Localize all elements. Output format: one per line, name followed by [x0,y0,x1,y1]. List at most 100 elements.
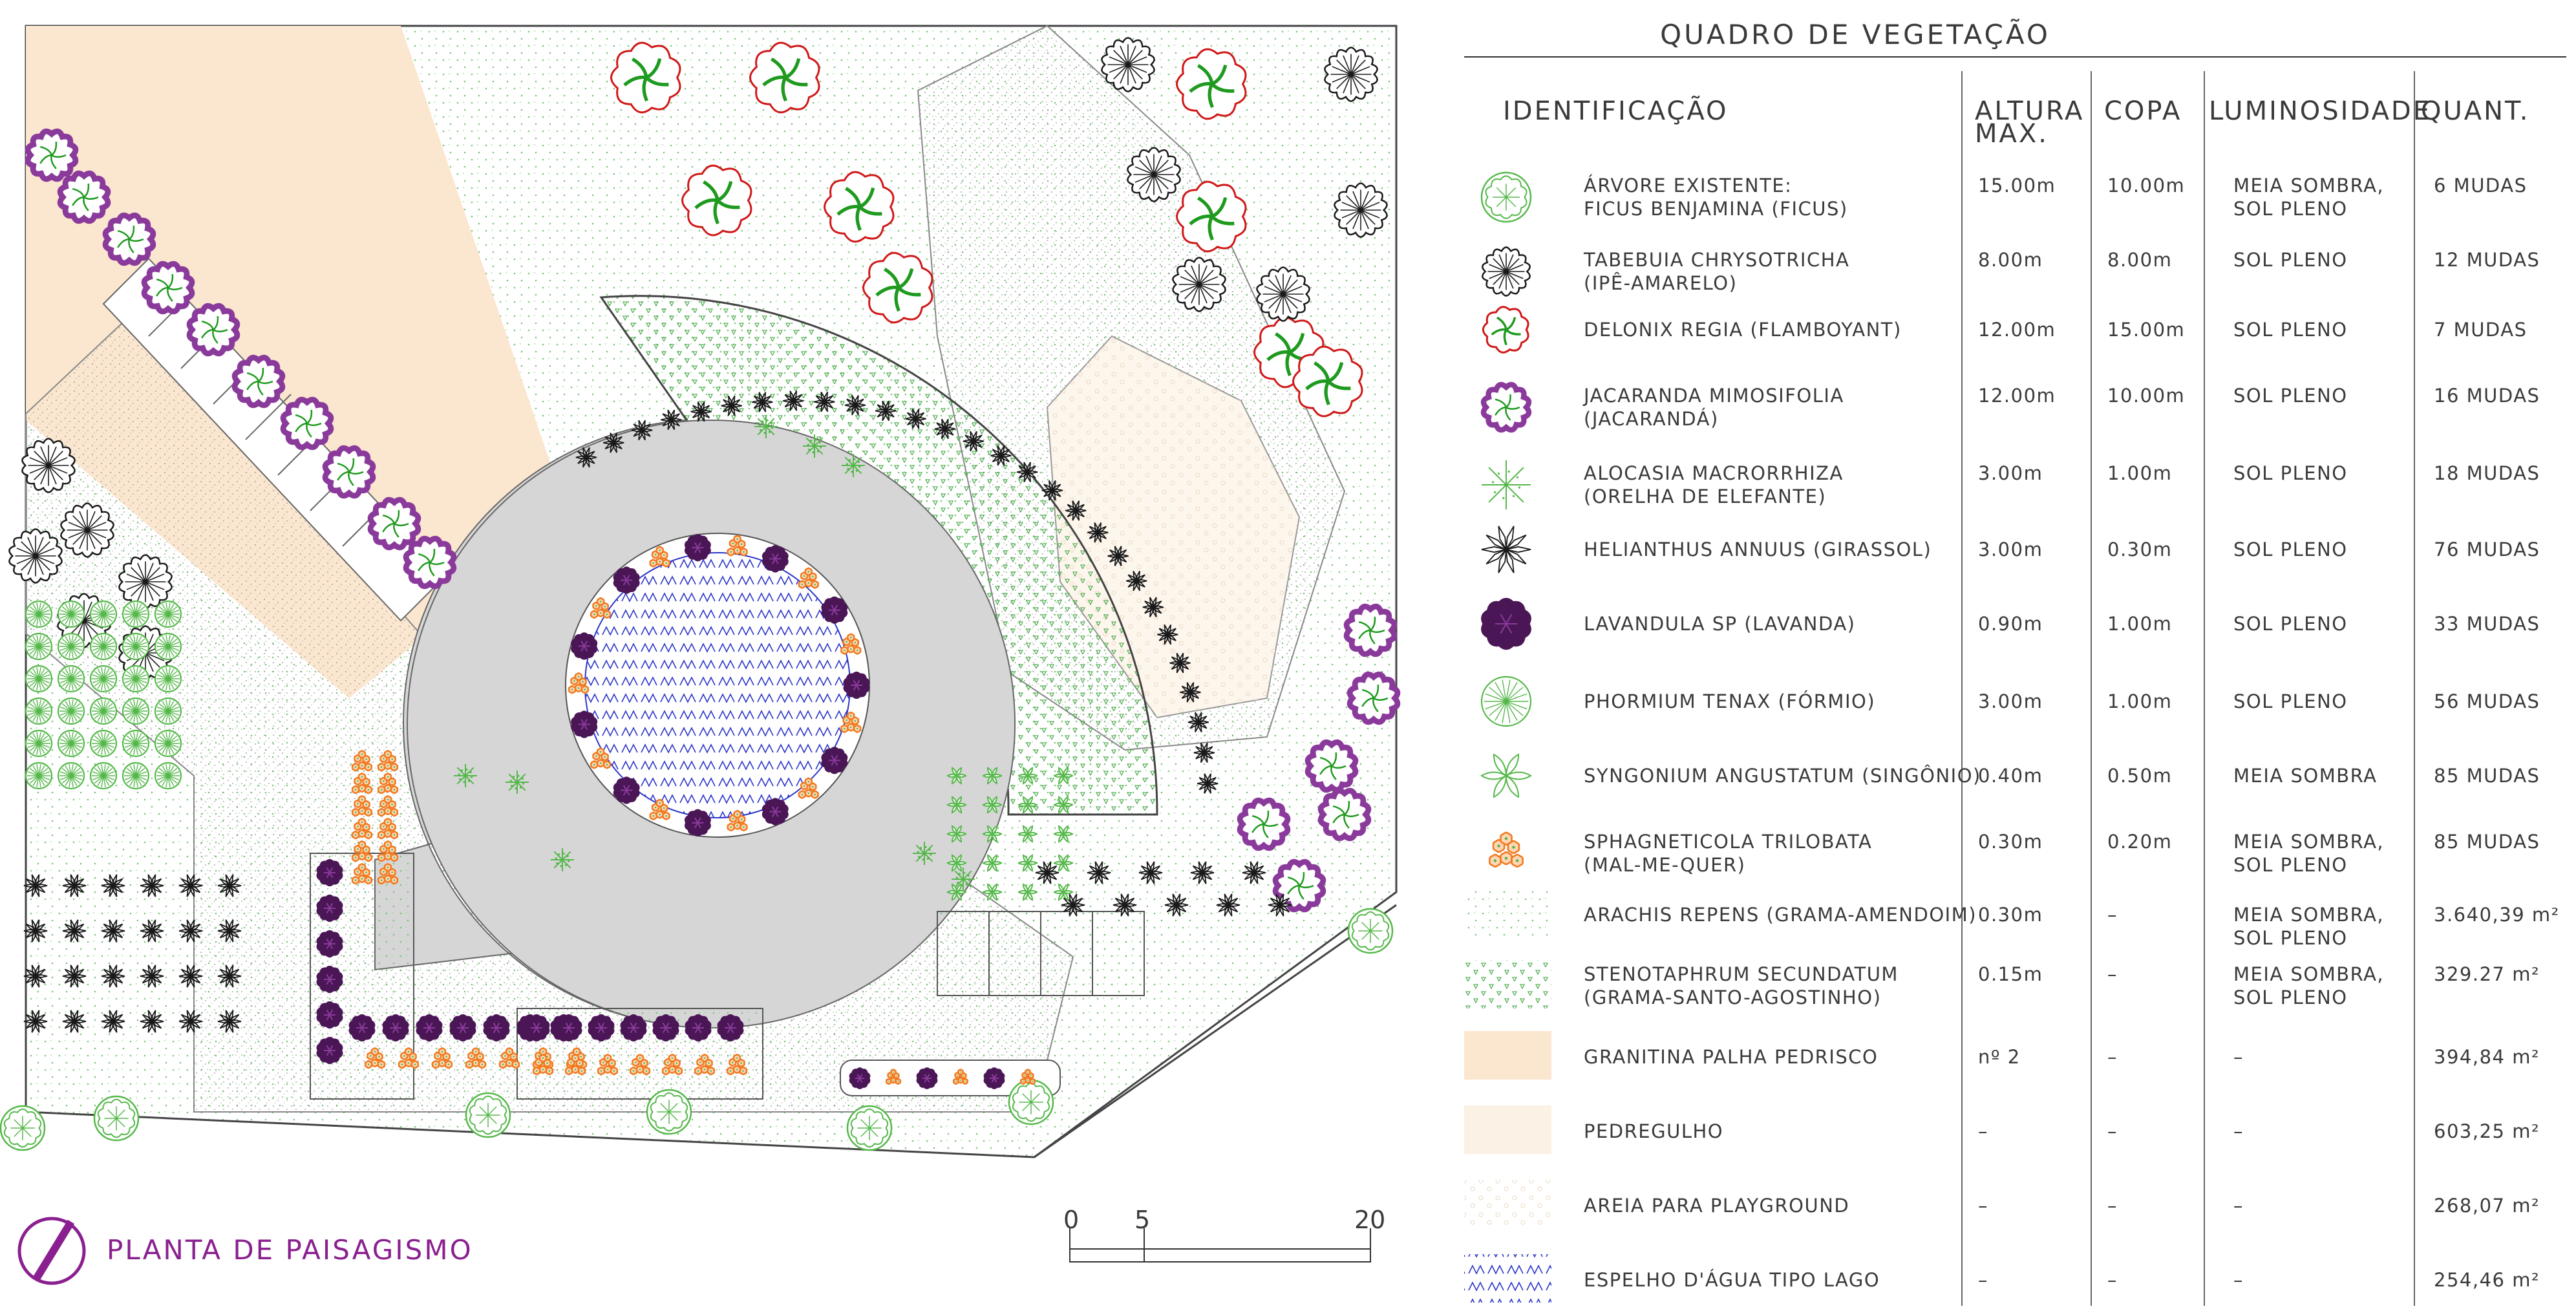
formio-icon [154,632,182,661]
girassol-icon [1138,861,1163,884]
row-altura: nº 2 [1978,1046,2021,1068]
formio-icon [25,697,53,725]
singonio-icon [1017,854,1038,872]
row-name: JACARANDA MIMOSIFOLIA [1582,385,1844,407]
grama-amendoim-swatch-icon [1464,889,1551,937]
girassol-icon [23,919,48,943]
girassol-icon [62,1010,87,1033]
ipe-icon [118,554,173,610]
girassol-icon [178,965,203,988]
girassol-icon [101,965,125,988]
girassol-icon [1087,861,1111,884]
formio-icon [154,697,182,725]
ipe-icon [1482,246,1531,297]
plan-title-block: PLANTA DE PAISAGISMO [17,1217,471,1285]
singonio-icon [1017,825,1038,843]
girassol-icon [217,874,242,897]
malmequer-icon [568,672,590,694]
row-copa: 0.20m [2107,831,2172,853]
formio-icon [25,665,53,693]
ficus-icon [1008,1079,1054,1125]
singonio-icon [982,796,1003,814]
ipe-icon [1101,37,1155,92]
lavanda-icon [761,545,789,573]
row-altura: 8.00m [1978,249,2043,271]
row-name: DELONIX REGIA (FLAMBOYANT) [1584,319,1902,341]
row-quant: 603,25 m² [2434,1120,2540,1142]
row-altura: 12.00m [1978,385,2056,407]
formio-icon [25,632,53,661]
girassol-icon [23,874,48,897]
row-altura: 15.00m [1978,175,2056,197]
formio-icon [57,665,85,693]
ficus-icon [0,1105,46,1151]
flamboyant-icon [610,41,681,114]
malmequer-icon [885,1069,902,1085]
girassol-icon [1169,652,1191,674]
girassol-icon [140,919,164,943]
lavanda-icon [316,930,343,958]
girassol-icon [1126,570,1147,592]
scale-bar: 0 5 20 [1063,1206,1385,1263]
row-quant: 85 MUDAS [2434,831,2540,853]
formio-icon [89,697,118,725]
girassol-icon [101,874,125,897]
girassol-icon [905,409,926,429]
girassol-icon [1087,522,1109,543]
alocasia-icon [1482,460,1531,509]
grama-santo-swatch-icon [1464,960,1551,1008]
malmequer-icon [465,1047,487,1069]
row-altura: – [1978,1195,1988,1217]
singonio-icon [982,825,1003,843]
girassol-icon [1180,682,1201,703]
malmequer-icon [952,1069,969,1085]
row-copa: 1.00m [2107,462,2172,484]
espelho-swatch-icon [1464,1254,1551,1303]
row-copa: – [2107,1195,2118,1217]
row-luminosidade: SOL PLENO [2233,249,2348,271]
formio-icon [57,697,85,725]
girassol-icon [178,1010,203,1033]
ipe-icon [1127,147,1181,202]
malmequer-icon [377,863,399,885]
girassol-icon [62,919,87,943]
row-luminosidade: SOL PLENO [2233,538,2348,560]
row-altura: 0.30m [1978,831,2043,853]
ficus-icon [846,1105,893,1151]
lavanda-icon [821,747,848,774]
malmequer-icon [351,795,373,817]
header-luminosidade: LUMINOSIDADE [2209,96,2431,126]
singonio-icon [946,883,967,901]
header-altura-max: MAX. [1975,119,2049,149]
singonio-icon [1053,825,1074,843]
alocasia-icon [551,848,574,871]
girassol-icon [631,420,653,441]
row-quant: 329.27 m² [2434,963,2540,985]
jacaranda-icon [57,170,111,224]
girassol-icon [62,874,87,897]
row-luminosidade: MEIA SOMBRA [2233,765,2377,787]
row-luminosidade: MEIA SOMBRA, [2233,963,2384,985]
row-copa: 15.00m [2107,319,2185,341]
jacaranda-icon [1272,858,1326,913]
lavanda-icon [316,1001,343,1029]
lavanda-icon [849,1067,871,1089]
malmequer-icon [727,535,748,557]
singonio-icon [1480,753,1532,798]
row-altura: 3.00m [1978,462,2043,484]
malmequer-icon [351,773,373,794]
malmequer-icon [532,1054,554,1076]
granitina-swatch-icon [1464,1031,1551,1080]
row-quant: 56 MUDAS [2434,690,2540,712]
singonio-icon [946,796,967,814]
row-luminosidade: SOL PLENO [2233,198,2348,220]
lavanda-icon [821,596,848,624]
lavanda-icon [916,1067,938,1089]
formio-icon [1480,676,1532,727]
lavanda-icon [685,1014,712,1042]
girassol-icon [875,400,897,421]
